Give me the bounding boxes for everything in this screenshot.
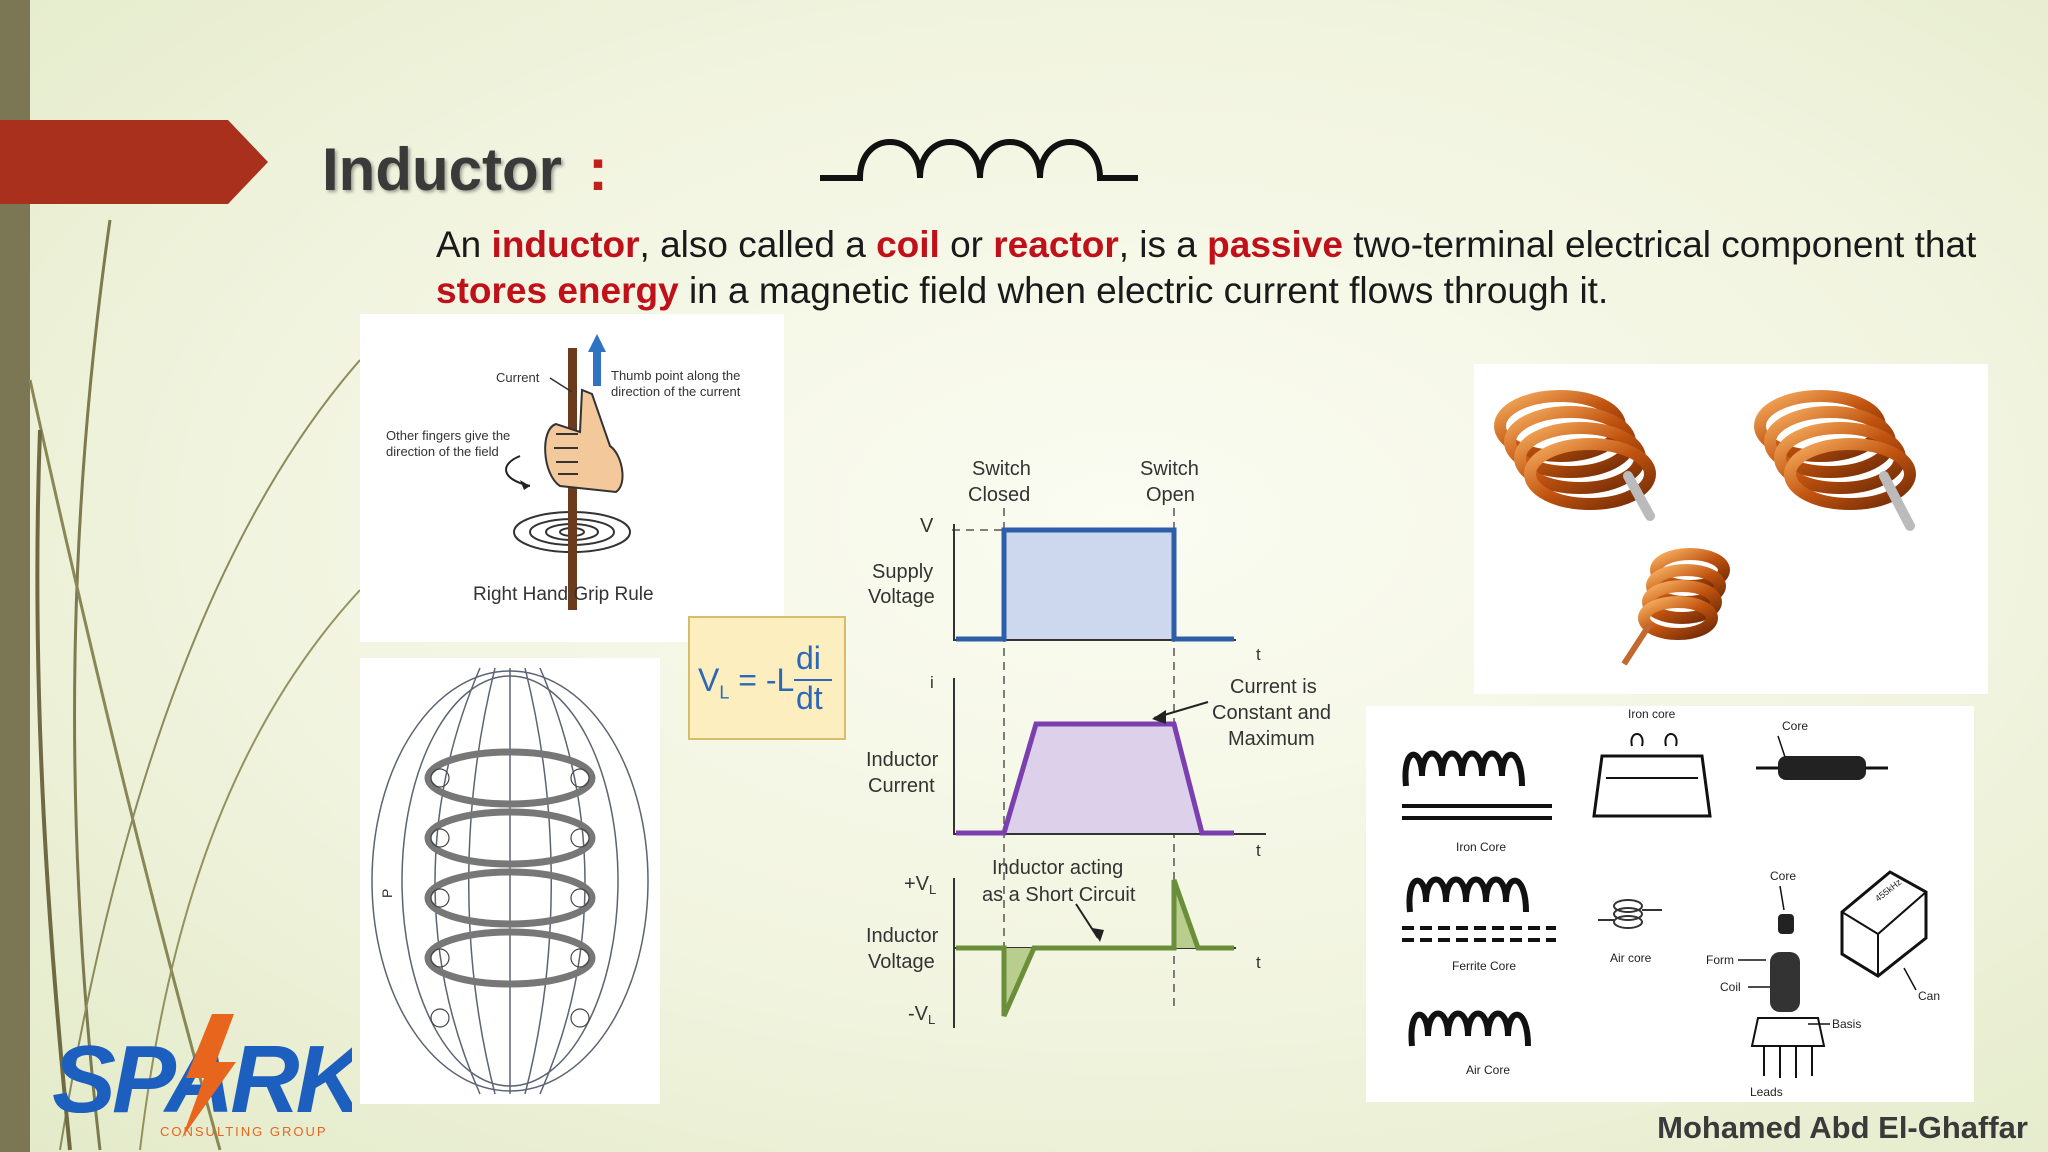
plus-vl-text: +V <box>904 873 930 895</box>
right-hand-rule-caption: Right Hand Grip Rule <box>473 584 654 605</box>
switch-open-label-2: Open <box>1146 484 1195 506</box>
basis-label: Basis <box>1832 1017 1861 1031</box>
title-arrow-banner <box>0 120 268 204</box>
desc-keyword: inductor <box>491 224 640 265</box>
air-core-coils-photo <box>1474 364 1988 694</box>
t-label-2: t <box>1256 841 1261 860</box>
plus-vl-sub: L <box>929 882 936 897</box>
inductor-current-label-2: Current <box>868 775 935 797</box>
air-core-picture-label: Air core <box>1610 951 1652 965</box>
desc-keyword: coil <box>876 224 940 265</box>
desc-part: , is a <box>1118 224 1208 265</box>
constant-label-1: Current is <box>1230 676 1317 698</box>
minus-vl-text: -V <box>908 1003 929 1025</box>
desc-part: or <box>939 224 994 265</box>
inductor-voltage-label-2: Voltage <box>868 951 935 973</box>
switch-closed-label-1: Switch <box>972 458 1031 480</box>
logo-sub: CONSULTING GROUP <box>160 1124 328 1139</box>
copper-coils-illustration <box>1494 390 1916 666</box>
inductor-voltage-label-1: Inductor <box>866 925 939 947</box>
fingers-label-2: direction of the field <box>386 444 499 459</box>
right-hand-rule-diagram: Current Thumb point along the direction … <box>386 334 741 610</box>
title-colon: : <box>587 136 608 203</box>
current-label: Current <box>496 370 540 385</box>
coil-label: Coil <box>1720 980 1741 994</box>
leads-label: Leads <box>1750 1085 1783 1099</box>
t-label-3: t <box>1256 953 1261 972</box>
core-label-top: Core <box>1782 719 1808 733</box>
plus-vl-label: +VL <box>904 873 936 897</box>
field-p-label: P <box>379 889 395 898</box>
definition-text: An inductor, also called a coil or react… <box>436 222 2016 314</box>
magnetic-field-diagram: P <box>371 667 649 1095</box>
i-label: i <box>930 673 934 692</box>
thumb-label-1: Thumb point along the <box>611 368 740 383</box>
iron-core-picture-label: Iron core <box>1628 707 1676 721</box>
inductor-voltage-formula: VL = -L di dt <box>688 616 846 740</box>
minus-vl-sub: L <box>928 1012 935 1027</box>
decorative-grass <box>28 219 361 1151</box>
spark-logo: SPARK CONSULTING GROUP <box>52 1014 352 1139</box>
constant-label-2: Constant and <box>1212 702 1331 724</box>
desc-keyword: passive <box>1207 224 1343 265</box>
constant-label-3: Maximum <box>1228 728 1315 750</box>
desc-part: , also called a <box>639 224 877 265</box>
thumb-label-2: direction of the current <box>611 384 741 399</box>
air-core-symbol-label: Air Core <box>1466 1063 1510 1077</box>
desc-keyword: reactor <box>993 224 1119 265</box>
desc-part: An <box>436 224 492 265</box>
short-circuit-label-2: as a Short Circuit <box>982 884 1136 906</box>
formula-sub: L <box>719 682 730 703</box>
minus-vl-label: -VL <box>908 1003 935 1027</box>
formula-denominator: dt <box>796 680 823 716</box>
supply-voltage-label-2: Voltage <box>868 586 935 608</box>
t-label-1: t <box>1256 645 1261 664</box>
switch-closed-label-2: Closed <box>968 484 1030 506</box>
form-label: Form <box>1706 953 1734 967</box>
desc-part: two-terminal electrical component that <box>1342 224 1977 265</box>
fingers-label-1: Other fingers give the <box>386 428 510 443</box>
right-hand-rule-panel: Current Thumb point along the direction … <box>360 314 784 642</box>
can-label: Can <box>1918 989 1940 1003</box>
ferrite-core-symbol-label: Ferrite Core <box>1452 959 1516 973</box>
formula-numerator: di <box>796 640 821 676</box>
short-circuit-label-1: Inductor acting <box>992 857 1123 879</box>
formula-v: V <box>698 662 720 698</box>
title-text: Inductor <box>322 136 562 203</box>
inductor-waveform-diagram: Switch Closed Switch Open V Supply Volta… <box>866 458 1331 1028</box>
core-label-2: Core <box>1770 869 1796 883</box>
desc-keyword: stores energy <box>436 270 679 311</box>
supply-voltage-label-1: Supply <box>872 561 933 583</box>
iron-core-symbol-label: Iron Core <box>1456 840 1506 854</box>
magnetic-field-panel: P <box>360 658 660 1104</box>
formula-lhs: VL = -L <box>698 662 794 703</box>
inductor-types-diagram: Iron Core Ferrite Core Air Core Iron cor… <box>1402 707 1940 1099</box>
page-title: Inductor: <box>322 135 608 204</box>
author-name: Mohamed Abd El-Ghaffar <box>1657 1110 2028 1145</box>
desc-part: in a magnetic field when electric curren… <box>678 270 1609 311</box>
formula-fraction-bar <box>794 679 832 681</box>
inductor-current-label-1: Inductor <box>866 749 939 771</box>
switch-open-label-1: Switch <box>1140 458 1199 480</box>
formula-eq: = -L <box>729 662 795 698</box>
inductor-types-panel: Iron Core Ferrite Core Air Core Iron cor… <box>1366 706 1974 1102</box>
supply-v-label: V <box>920 515 934 537</box>
inductor-symbol-icon <box>820 139 1138 181</box>
